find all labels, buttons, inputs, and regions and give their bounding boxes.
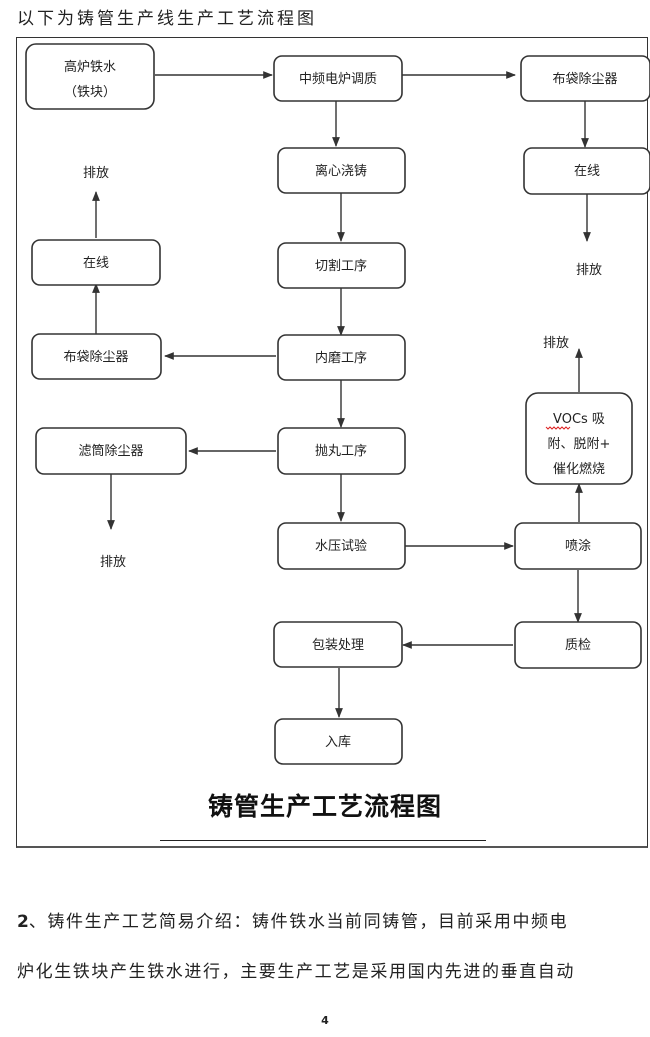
- node-online-right: 在线: [523, 147, 650, 195]
- page-number: 4: [321, 1014, 329, 1027]
- spellcheck-underline: [545, 426, 571, 430]
- flowchart-frame: [16, 37, 648, 848]
- svg-text:中频电炉调质: 中频电炉调质: [299, 72, 377, 87]
- process-flowchart: 高炉铁水 （铁块） 中频电炉调质 布袋除尘器 离心浇铸 在线 切割工序 在线 内…: [25, 43, 650, 765]
- node-inner-grinding: 内磨工序: [277, 334, 406, 381]
- svg-text:抛丸工序: 抛丸工序: [315, 444, 367, 459]
- svg-text:催化燃烧: 催化燃烧: [553, 461, 605, 477]
- edges: [92, 71, 591, 718]
- node-packaging: 包装处理: [273, 621, 403, 668]
- node-quality-check: 质检: [514, 621, 642, 669]
- node-hydro-test: 水压试验: [277, 522, 406, 570]
- svg-text:VOCs 吸: VOCs 吸: [553, 412, 605, 427]
- paragraph-line-1-text: 、铸件生产工艺简易介绍：铸件铁水当前同铸管，目前采用中频电: [28, 912, 569, 932]
- svg-text:质检: 质检: [565, 638, 591, 653]
- section-number: 2: [17, 912, 29, 932]
- svg-text:入库: 入库: [325, 734, 351, 750]
- title-underline: [160, 840, 486, 841]
- node-spraying: 喷涂: [514, 522, 642, 570]
- svg-text:布袋除尘器: 布袋除尘器: [552, 72, 617, 87]
- svg-text:喷涂: 喷涂: [565, 538, 591, 554]
- emission-label-left-top: 排放: [83, 166, 109, 181]
- svg-text:切割工序: 切割工序: [315, 258, 367, 274]
- intro-line: 以下为铸管生产线生产工艺流程图: [17, 9, 317, 29]
- node-cutting: 切割工序: [277, 242, 406, 289]
- svg-text:滤筒除尘器: 滤筒除尘器: [78, 443, 143, 459]
- node-bag-filter-top: 布袋除尘器: [520, 55, 650, 102]
- node-molten-iron: 高炉铁水 （铁块）: [25, 43, 155, 110]
- svg-text:包装处理: 包装处理: [312, 638, 364, 653]
- svg-text:高炉铁水: 高炉铁水: [64, 59, 116, 75]
- svg-text:内磨工序: 内磨工序: [315, 350, 367, 366]
- paragraph-line-2: 炉化生铁块产生铁水进行，主要生产工艺是采用国内先进的垂直自动: [17, 962, 575, 982]
- svg-text:附、脱附+: 附、脱附+: [548, 437, 611, 452]
- node-bag-filter-left: 布袋除尘器: [31, 333, 162, 380]
- svg-text:在线: 在线: [83, 256, 109, 271]
- svg-text:（铁块）: （铁块）: [64, 85, 116, 100]
- diagram-title: 铸管生产工艺流程图: [207, 792, 442, 821]
- node-online-left: 在线: [31, 239, 161, 286]
- emission-label-left-bottom: 排放: [100, 555, 126, 570]
- node-shot-blasting: 抛丸工序: [277, 427, 406, 475]
- node-cartridge-filter: 滤筒除尘器: [35, 427, 187, 475]
- svg-text:在线: 在线: [574, 164, 600, 179]
- emission-label-vocs: 排放: [543, 336, 569, 351]
- svg-text:离心浇铸: 离心浇铸: [315, 163, 367, 179]
- node-mf-furnace: 中频电炉调质: [273, 55, 403, 102]
- node-vocs-treatment: VOCs 吸 附、脱附+ 催化燃烧: [525, 392, 633, 485]
- svg-text:水压试验: 水压试验: [315, 538, 367, 554]
- node-storage: 入库: [274, 718, 403, 765]
- paragraph-line-1: 2、铸件生产工艺简易介绍：铸件铁水当前同铸管，目前采用中频电: [17, 907, 568, 932]
- svg-text:布袋除尘器: 布袋除尘器: [63, 350, 128, 365]
- emission-label-right-top: 排放: [576, 263, 602, 278]
- node-centrifugal-casting: 离心浇铸: [277, 147, 406, 194]
